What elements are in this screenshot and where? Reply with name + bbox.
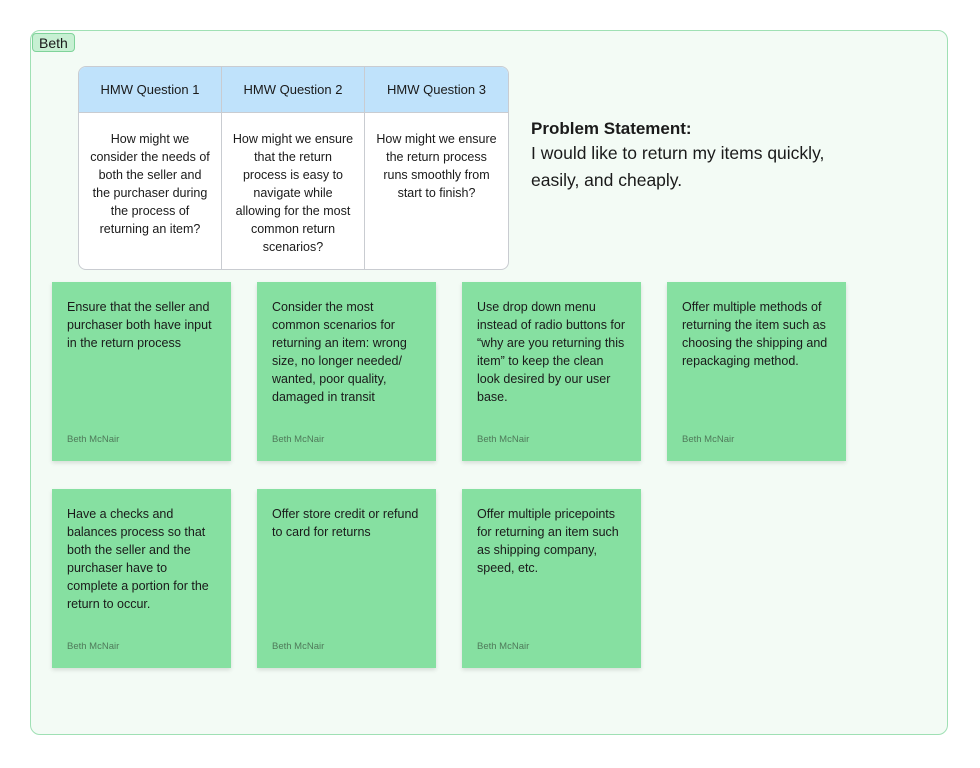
sticky-note-author: Beth McNair [477, 641, 530, 652]
sticky-note[interactable]: Ensure that the seller and purchaser bot… [52, 282, 231, 461]
sticky-note-author: Beth McNair [67, 434, 120, 445]
sticky-note-author: Beth McNair [272, 641, 325, 652]
problem-statement-text: I would like to return my items quickly,… [531, 143, 825, 190]
sticky-note-text: Offer multiple pricepoints for returning… [477, 507, 619, 575]
section-label[interactable]: Beth [32, 33, 75, 52]
sticky-note[interactable]: Offer store credit or refund to card for… [257, 489, 436, 668]
problem-statement-title: Problem Statement: [531, 119, 692, 138]
sticky-note-author: Beth McNair [477, 434, 530, 445]
sticky-note[interactable]: Use drop down menu instead of radio butt… [462, 282, 641, 461]
hmw-cell-3[interactable]: How might we ensure the return process r… [376, 132, 497, 200]
hmw-header-2[interactable]: HMW Question 2 [222, 67, 365, 113]
sticky-note-text: Ensure that the seller and purchaser bot… [67, 300, 212, 350]
sticky-note-text: Have a checks and balances process so th… [67, 507, 209, 611]
sticky-note[interactable]: Offer multiple pricepoints for returning… [462, 489, 641, 668]
sticky-note-text: Consider the most common scenarios for r… [272, 300, 407, 404]
hmw-header-3[interactable]: HMW Question 3 [365, 67, 508, 113]
sticky-note-author: Beth McNair [67, 641, 120, 652]
sticky-note[interactable]: Offer multiple methods of returning the … [667, 282, 846, 461]
sticky-note[interactable]: Consider the most common scenarios for r… [257, 282, 436, 461]
hmw-cell-2[interactable]: How might we ensure that the return proc… [222, 113, 365, 269]
sticky-note-author: Beth McNair [272, 434, 325, 445]
sticky-note-author: Beth McNair [682, 434, 735, 445]
problem-statement[interactable]: Problem Statement: I would like to retur… [531, 118, 831, 194]
hmw-cell-1[interactable]: How might we consider the needs of both … [79, 113, 222, 269]
hmw-header-1[interactable]: HMW Question 1 [79, 67, 222, 113]
hmw-table[interactable]: HMW Question 1 HMW Question 2 HMW Questi… [78, 66, 509, 270]
sticky-note-text: Use drop down menu instead of radio butt… [477, 300, 626, 404]
sticky-note[interactable]: Have a checks and balances process so th… [52, 489, 231, 668]
sticky-note-text: Offer store credit or refund to card for… [272, 507, 419, 539]
sticky-note-text: Offer multiple methods of returning the … [682, 300, 828, 368]
